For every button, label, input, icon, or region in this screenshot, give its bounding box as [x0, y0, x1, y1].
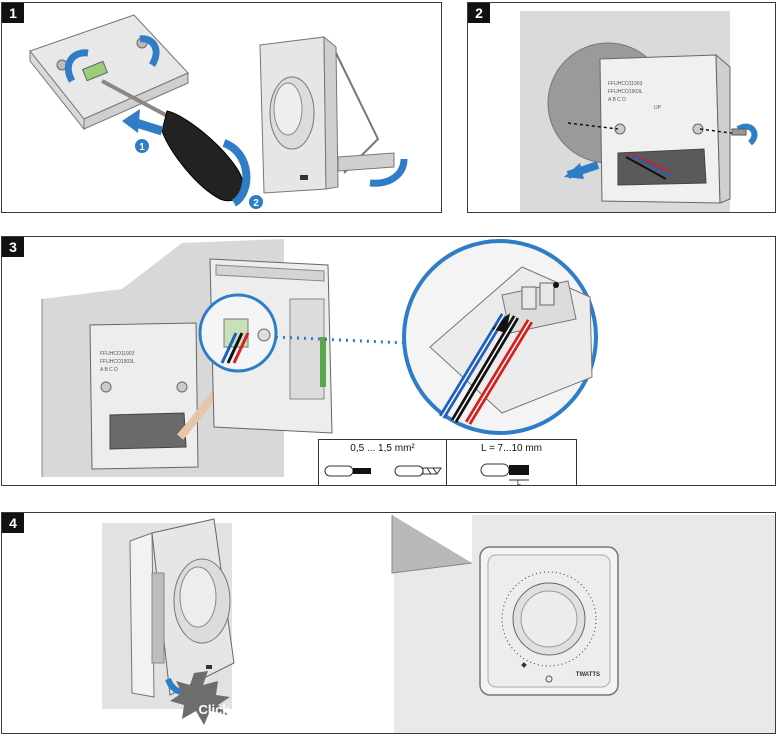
thermostat-front-unit — [259, 35, 395, 194]
model-line-3: A B C D — [608, 97, 626, 103]
step-4-illustration: Click TWATTS — [102, 515, 775, 733]
screw-turn-arrow — [736, 123, 758, 146]
callout-2 — [249, 195, 263, 209]
thermostat-installed: TWATTS — [479, 546, 619, 696]
thermostat-backplate: FFUHCO11903 FFUHCO1903L A B C D — [89, 322, 199, 470]
callout-1-label: 1 — [139, 142, 145, 153]
indicator-led — [545, 675, 553, 683]
terminal-detail-zoom — [402, 239, 598, 435]
step-1-number: 1 — [2, 3, 24, 23]
step-4-panel: 4 Click TWATTS — [1, 512, 776, 734]
thermostat-backplate: FFUHCO11903 FFUHCO1903L A B C D UP — [599, 53, 731, 204]
step-4-number: 4 — [2, 513, 24, 533]
step-3-illustration: FFUHCO11903 FFUHCO1903L A B C D — [41, 239, 598, 477]
wire-end-icons — [324, 465, 442, 477]
step-1-panel: 1 1 2 — [1, 2, 442, 213]
model-line-2: FFUHCO1903L — [100, 359, 135, 365]
brand-logo: TWATTS — [576, 672, 600, 678]
step-1-illustration: 1 2 — [29, 14, 408, 209]
screw — [731, 128, 747, 136]
model-line-1: FFUHCO11903 — [608, 81, 643, 87]
click-burst — [170, 671, 230, 725]
thermostat-backplate — [29, 14, 189, 131]
step-2-number: 2 — [468, 3, 490, 23]
strip-length-label: L = 7...10 mm — [480, 443, 543, 454]
model-line-1: FFUHCO11903 — [100, 351, 135, 357]
screw-axis-left — [567, 122, 619, 130]
dial-scale — [501, 571, 597, 667]
marking-text: UP — [654, 105, 662, 111]
model-line-2: FFUHCO1903L — [608, 89, 643, 95]
wire-section-label: 0,5 ... 1,5 mm² — [350, 443, 415, 454]
thermostat-clip-on — [129, 518, 235, 698]
callout-2-label: 2 — [253, 198, 259, 209]
strip-length-cell: L = 7...10 mm L — [447, 440, 576, 486]
step-2-illustration: FFUHCO11903 FFUHCO1903L A B C D UP — [520, 11, 758, 212]
release-arrow-left — [64, 49, 89, 83]
wire-spec-table: 0,5 ... 1,5 mm² L = 7...10 mm L — [318, 439, 577, 486]
callout-1 — [135, 139, 149, 153]
click-label: Click — [198, 702, 230, 717]
detail-connector — [275, 335, 407, 345]
step-3-number: 3 — [2, 237, 24, 257]
lift-arrow — [369, 158, 408, 187]
model-line-3: A B C D — [100, 367, 118, 373]
rotate-arrow — [222, 139, 251, 207]
step-2-panel: 2 FFUHCO11903 FFUHCO1903L A B C D UP — [467, 2, 776, 213]
wire-section-cell: 0,5 ... 1,5 mm² — [319, 440, 447, 485]
release-arrow-right — [139, 35, 160, 67]
strip-length-icon: L — [480, 463, 529, 486]
strip-mark: L — [517, 480, 521, 486]
step-3-panel: 3 FFUHCO11903 FFUHCO1903L A B C D — [1, 236, 776, 486]
